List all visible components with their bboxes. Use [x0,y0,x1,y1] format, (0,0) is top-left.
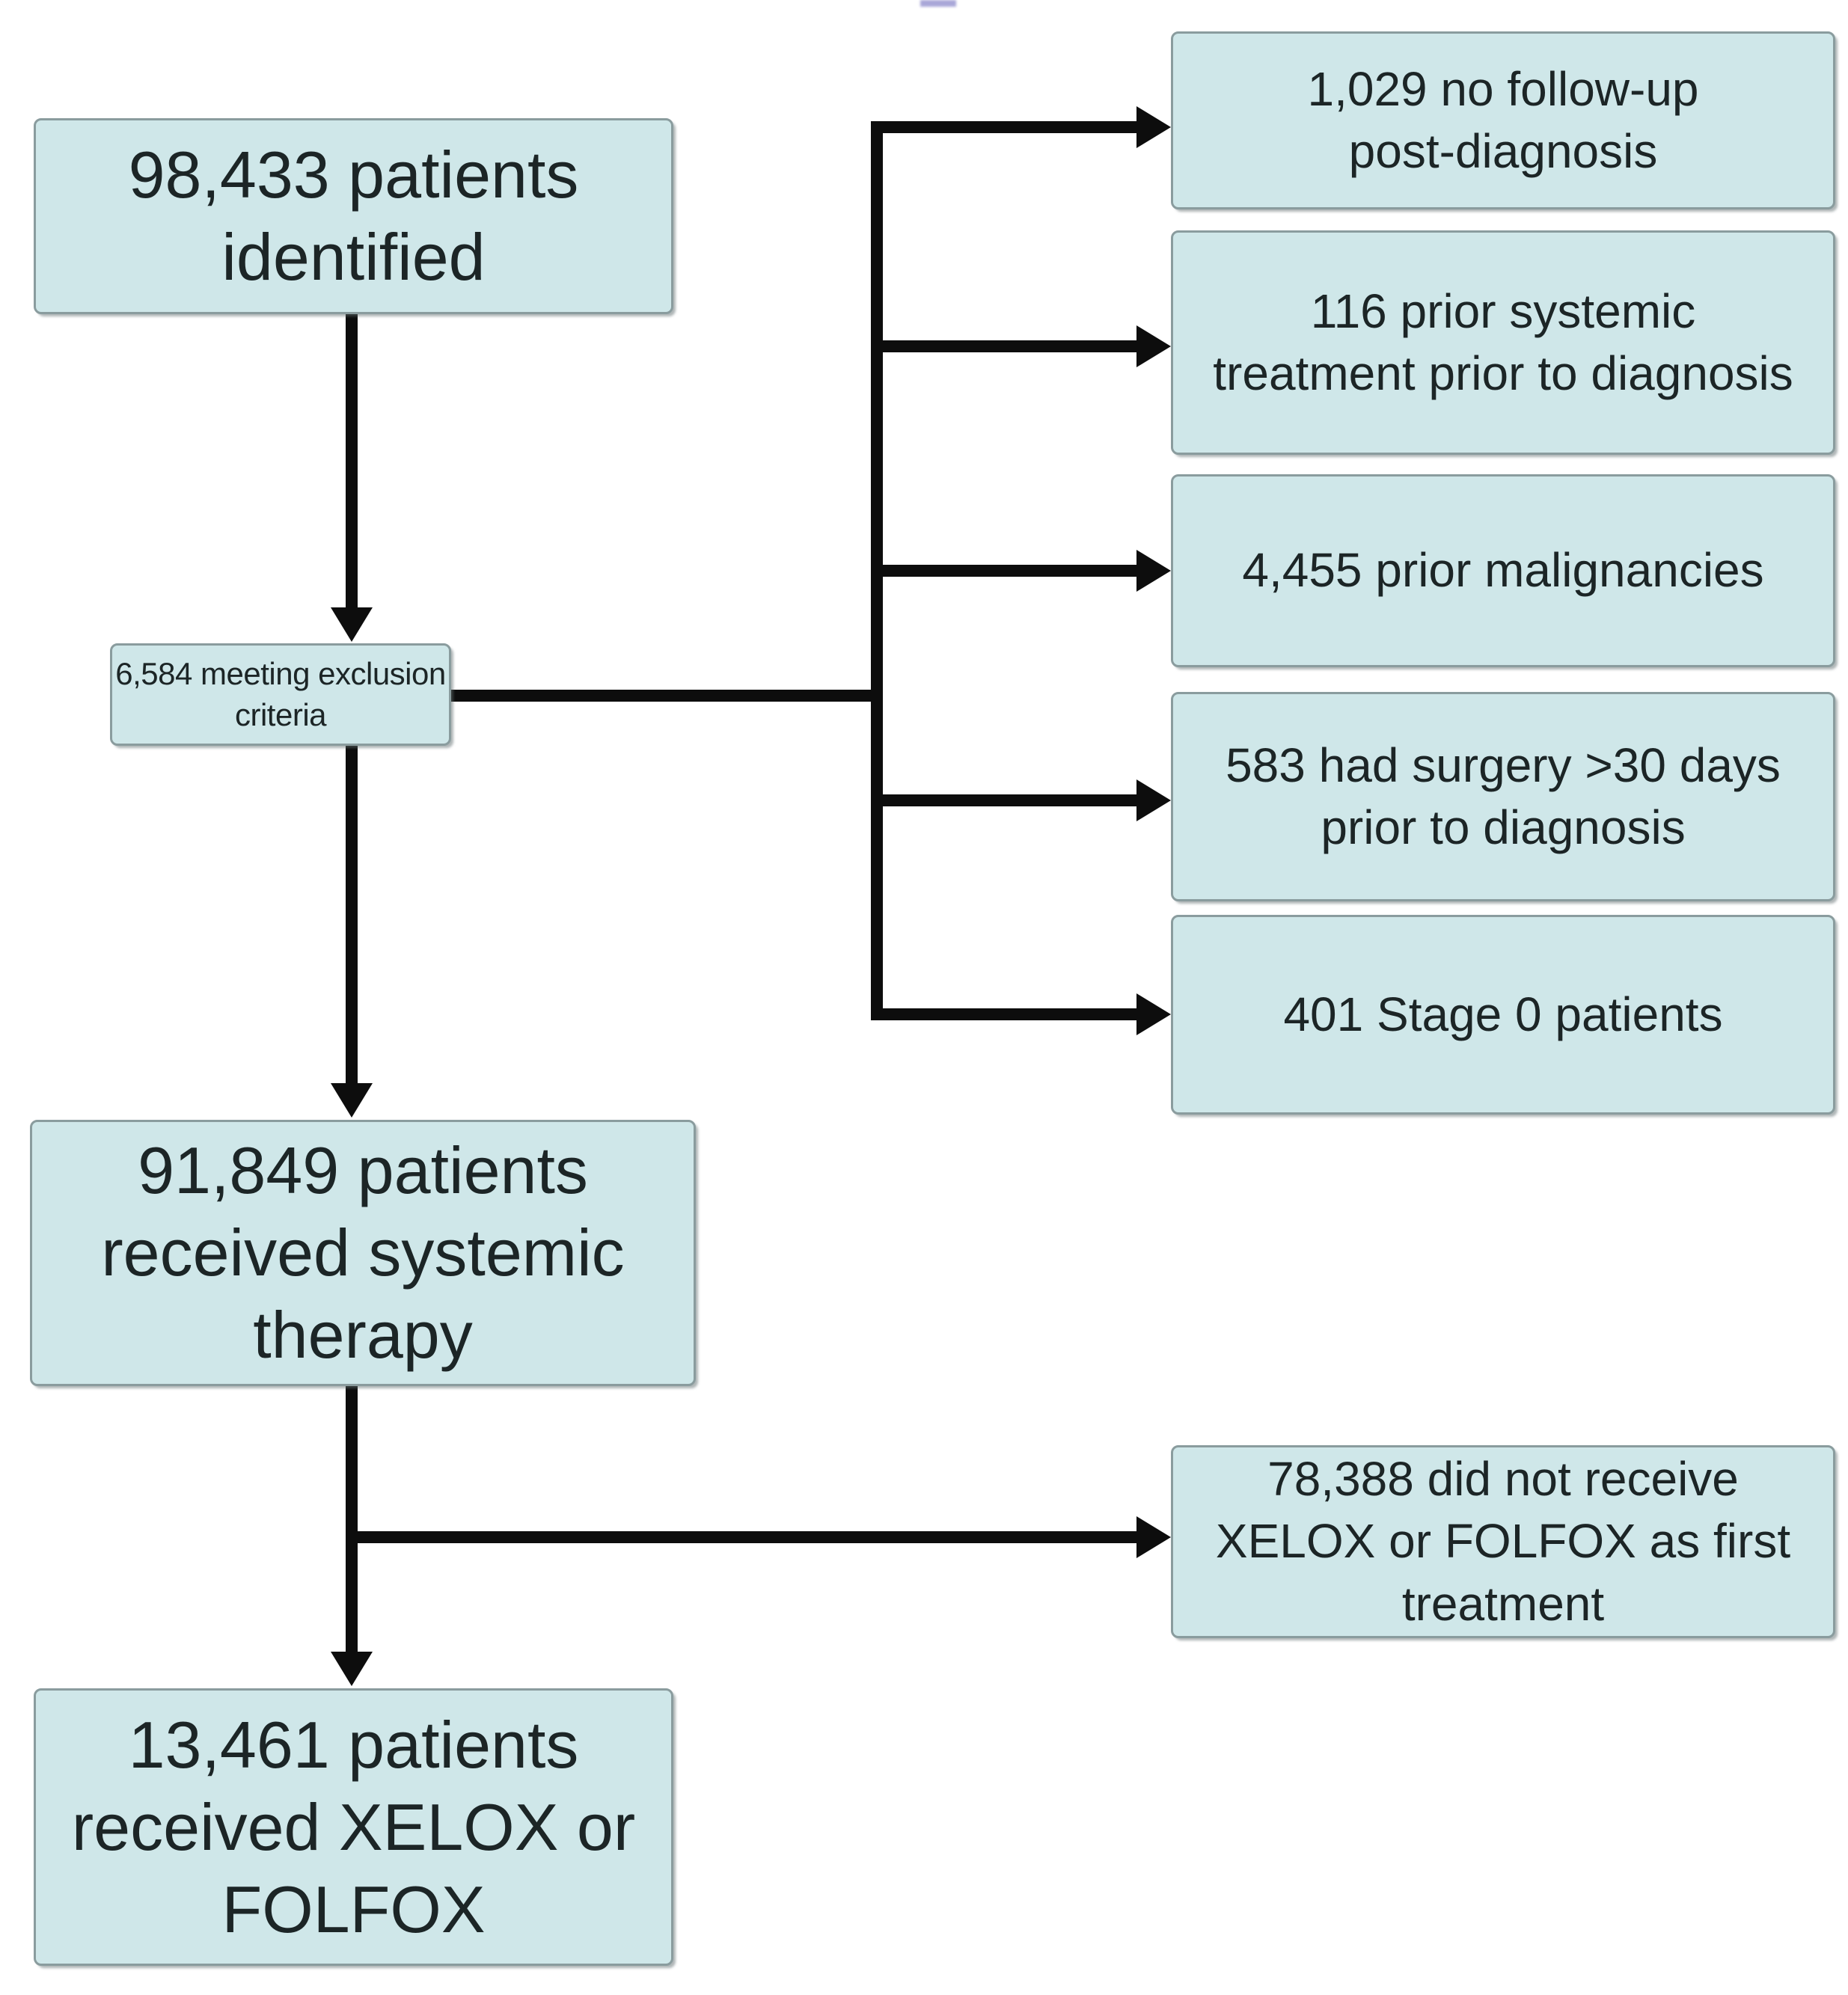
node-stage-0-patients-label: 401 Stage 0 patients [1283,987,1723,1041]
node-prior-malignancies: 4,455 prior malignancies [1171,474,1835,667]
arrowhead-into-not-xelox-folfox [1136,1516,1171,1558]
node-stage-0-patients: 401 Stage 0 patients [1171,915,1835,1115]
node-patients-identified: 98,433 patients identified [34,118,673,314]
node-surgery-30-days: 583 had surgery >30 days prior to diagno… [1171,692,1835,901]
arrowhead-into-no-followup [1136,106,1171,148]
arrowhead-into-xelox [331,1652,373,1686]
node-prior-systemic-treatment: 116 prior systemic treatment prior to di… [1171,230,1835,455]
node-patients-identified-label: 98,433 patients identified [128,138,579,294]
arrowhead-into-prior-malignancies [1136,550,1171,592]
node-did-not-receive-xelox-folfox-label: 78,388 did not receive XELOX or FOLFOX a… [1215,1452,1791,1631]
arrowhead-into-prior-systemic [1136,325,1171,367]
top-edge-artifact [920,0,956,7]
node-did-not-receive-xelox-folfox: 78,388 did not receive XELOX or FOLFOX a… [1171,1445,1835,1638]
node-meeting-exclusion-criteria-label: 6,584 meeting exclusion criteria [115,655,446,732]
arrowhead-into-exclusion [331,607,373,642]
arrowhead-into-surgery-30-days [1136,779,1171,821]
node-meeting-exclusion-criteria: 6,584 meeting exclusion criteria [110,643,451,746]
node-received-systemic-therapy: 91,849 patients received systemic therap… [30,1120,696,1386]
node-received-systemic-therapy-label: 91,849 patients received systemic therap… [101,1133,625,1372]
node-no-followup: 1,029 no follow-up post-diagnosis [1171,31,1835,209]
node-surgery-30-days-label: 583 had surgery >30 days prior to diagno… [1226,738,1781,854]
arrowhead-into-stage-0 [1136,993,1171,1035]
node-prior-systemic-treatment-label: 116 prior systemic treatment prior to di… [1213,284,1793,400]
node-prior-malignancies-label: 4,455 prior malignancies [1242,543,1764,598]
node-received-xelox-folfox: 13,461 patients received XELOX or FOLFOX [34,1688,673,1966]
node-received-xelox-folfox-label: 13,461 patients received XELOX or FOLFOX [71,1707,636,1946]
node-no-followup-label: 1,029 no follow-up post-diagnosis [1307,61,1699,178]
arrowhead-into-systemic [331,1083,373,1118]
